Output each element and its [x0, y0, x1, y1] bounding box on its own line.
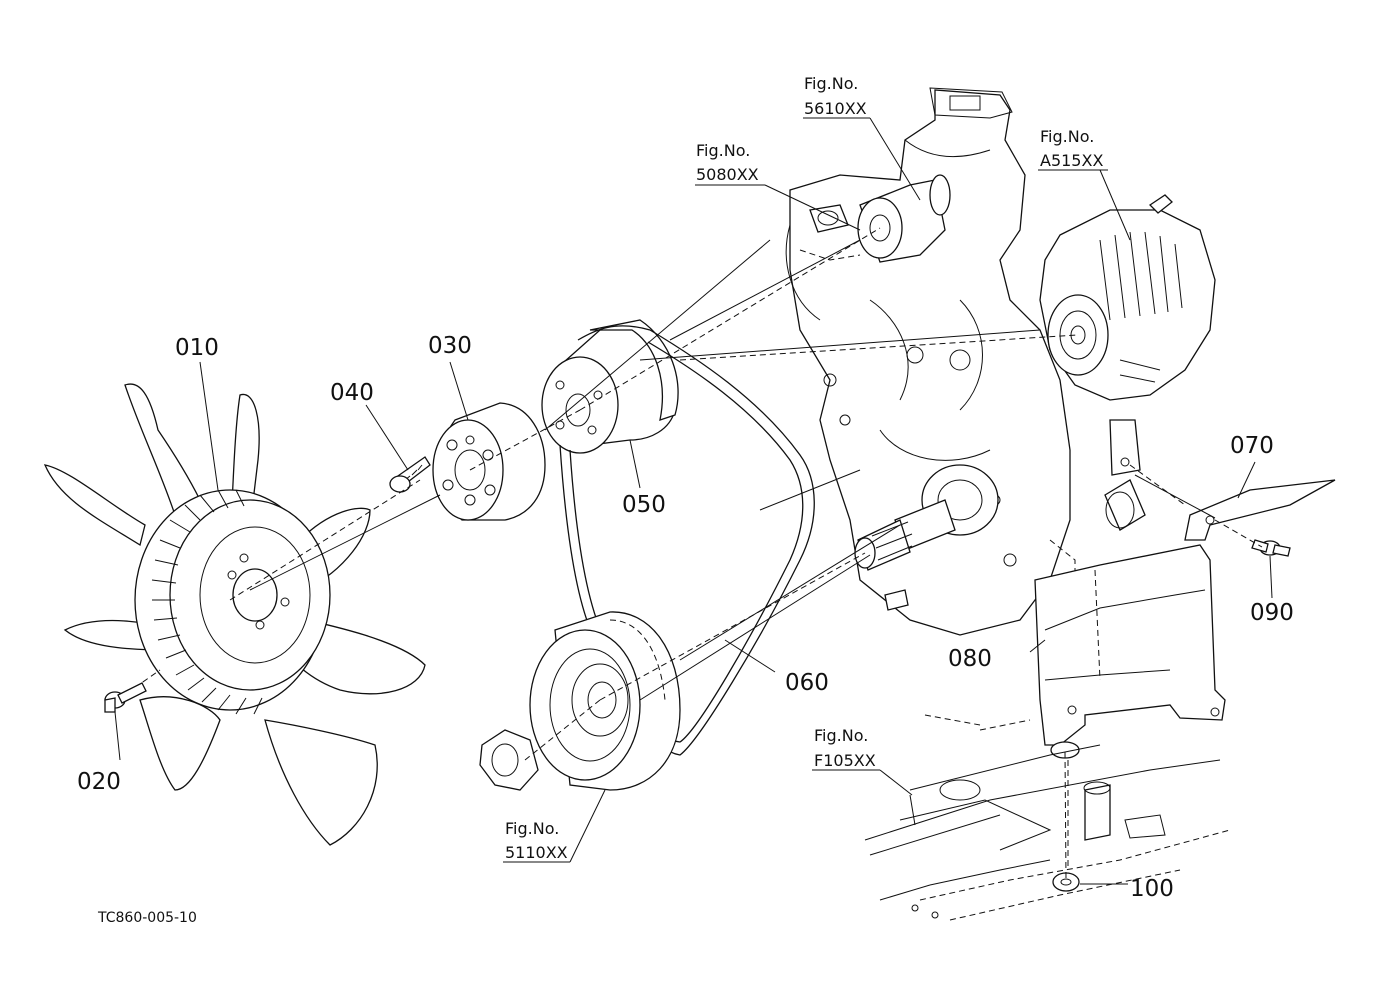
fig-ref-5610xx-number: 5610XX — [804, 99, 867, 118]
fig-ref-a515xx-prefix: Fig.No. — [1040, 127, 1094, 146]
crank-pulley — [479, 611, 681, 791]
fig-ref-5080xx-prefix: Fig.No. — [696, 141, 750, 160]
fig-ref-5610xx-prefix: Fig.No. — [804, 74, 858, 93]
drawing-code: TC860-005-10 — [97, 910, 197, 926]
callout-020: 020 — [77, 769, 121, 795]
fig-ref-5110xx-prefix: Fig.No. — [505, 819, 559, 838]
assembly-axis-lines — [109, 227, 1263, 881]
screw-020 — [104, 682, 147, 713]
callout-090: 090 — [1250, 600, 1294, 626]
bolt-090 — [1251, 539, 1291, 557]
callout-100: 100 — [1130, 876, 1174, 902]
fig-ref-f105xx-number: F105XX — [814, 751, 876, 770]
callout-080: 080 — [948, 646, 992, 672]
fan-pulley — [541, 319, 679, 454]
fig-ref-a515xx-number: A515XX — [1040, 151, 1103, 170]
frame-assembly — [864, 714, 1231, 921]
bolt-040 — [389, 456, 431, 493]
callout-050: 050 — [622, 492, 666, 518]
callout-070: 070 — [1230, 433, 1274, 459]
callout-010: 010 — [175, 335, 219, 361]
figure-references: Fig.No. 5610XX Fig.No. 5080XX Fig.No. A5… — [505, 74, 1103, 862]
fig-ref-5080xx-number: 5080XX — [696, 165, 759, 184]
bracket-070 — [1184, 479, 1336, 541]
callout-labels: 010 020 030 040 050 060 070 080 090 100 — [77, 333, 1294, 902]
callout-060: 060 — [785, 670, 829, 696]
belt-cover — [1034, 544, 1226, 759]
alternator — [1039, 194, 1216, 476]
fan-spacer — [432, 402, 546, 521]
callout-040: 040 — [330, 380, 374, 406]
engine-gear-case — [785, 87, 1146, 636]
fig-ref-5110xx-number: 5110XX — [505, 843, 568, 862]
callout-030: 030 — [428, 333, 472, 359]
fig-ref-f105xx-prefix: Fig.No. — [814, 726, 868, 745]
leader-lines — [114, 117, 1273, 885]
